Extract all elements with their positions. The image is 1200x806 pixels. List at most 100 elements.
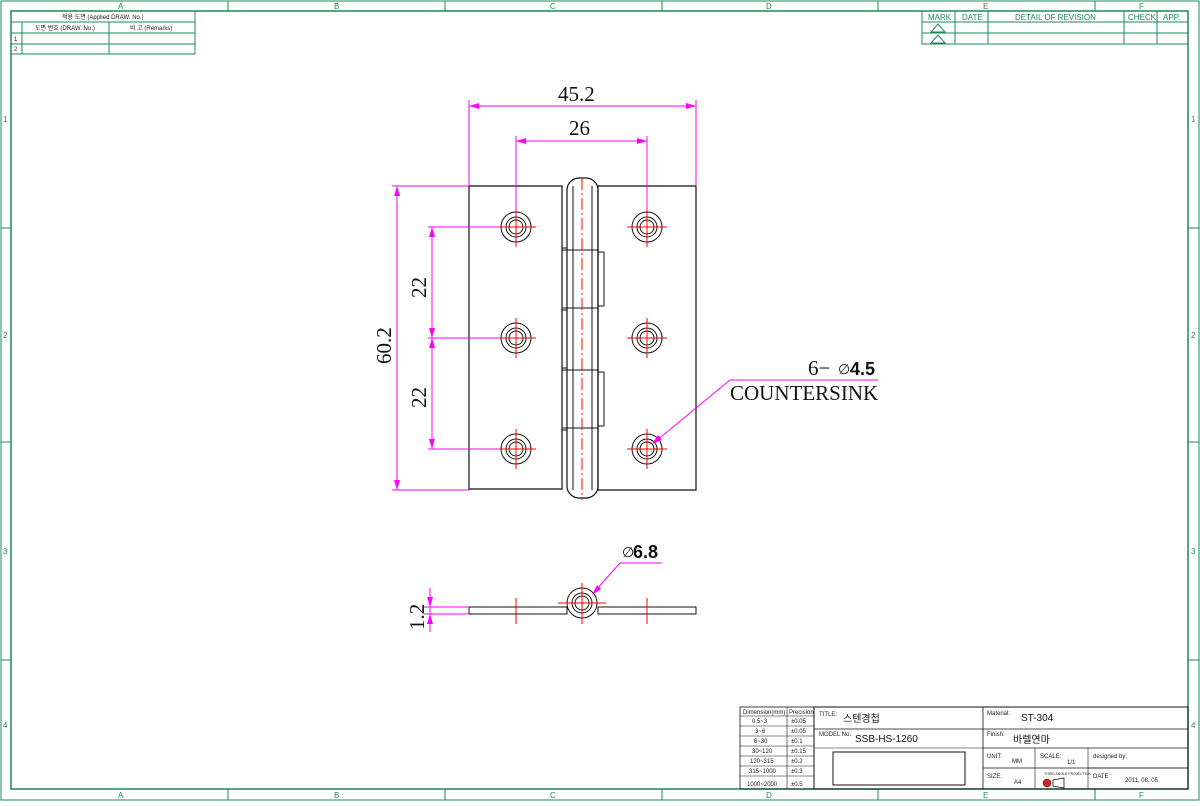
size-value: A4 [1014,780,1022,786]
hole-callout-count: 6− [808,356,830,380]
hole-callout-note: COUNTERSINK [730,381,878,405]
row-label-right: 4 [1191,721,1196,730]
hole-marker [627,429,667,469]
tolerance-range: 1000~2000 [747,782,778,788]
column-labels: A B C D E F A B C D E F [118,2,1144,800]
col-label-bottom: D [766,791,772,800]
applied-table-col-remarks: 비 고 (Remarks) [130,24,172,32]
row-label-left: 1 [3,115,8,124]
revision-col-mark: MARK [928,13,952,22]
scale-value: 1/1 [1067,760,1076,766]
date-label: DATE : [1093,774,1112,780]
countersink-holes [496,178,667,500]
col-label-bottom: E [983,791,988,800]
projection-label: THIRD ANGLE PROJECTION [1044,772,1091,776]
revision-triangle-icon [929,23,947,33]
tolerance-value: ±0.05 [791,729,807,735]
col-label-bottom: B [334,791,339,800]
designed-by-label: designed by: [1093,754,1127,760]
tolerance-value: ±0.15 [791,749,807,755]
revision-col-date: DATE [962,13,983,22]
row-label-right: 3 [1191,547,1196,556]
dim-pitch-lower: 22 [407,387,431,408]
unit-value: MM [1012,759,1022,765]
tolerance-range: 315~1000 [749,769,777,775]
row-label-right: 2 [1191,331,1196,340]
col-label-top: F [1139,2,1144,11]
revision-col-check: CHECK [1128,13,1157,22]
row-label-left: 3 [3,547,8,556]
hole-marker [627,318,667,358]
material-value: ST-304 [1021,713,1054,724]
applied-table-row-num: 2 [14,47,18,53]
col-label-top: E [983,2,988,11]
tolerance-range: 3~6 [755,729,766,735]
material-label: Material: [987,711,1010,717]
tolerance-value: ±0.2 [791,759,803,765]
row-labels: 1 2 3 4 1 2 3 4 [3,115,1196,730]
row-label-left: 4 [3,721,8,730]
applied-table-col-drawno: 도면 번호 (DRAW. No.) [35,24,95,32]
col-label-bottom: F [1139,791,1144,800]
applied-table-title: 적용 도면 (Applied DRAW. No.) [62,13,144,21]
finish-value: 바렐연마 [1013,733,1050,746]
tolerance-range: 0.5~3 [752,719,768,725]
tolerance-value: ±0.1 [791,739,803,745]
side-view-labels: ∅ 6.8 1.2 [405,542,658,630]
dim-knuckle-dia: 6.8 [633,542,658,562]
applied-drawing-table: 적용 도면 (Applied DRAW. No.) 도면 번호 (DRAW. N… [10,10,196,55]
model-number: SSB-HS-1260 [855,734,918,745]
row-label-right: 1 [1191,115,1196,124]
col-label-top: B [334,2,339,11]
dim-hole-spacing: 26 [569,116,590,140]
hole-marker [496,429,536,469]
tolerance-range: 30~120 [752,749,773,755]
dia-symbol: ∅ [838,361,850,377]
tolerance-value: ±0.3 [791,769,803,775]
tolerance-value: ±0.05 [791,719,807,725]
dim-thickness: 1.2 [405,604,429,630]
revision-triangle-icon [929,34,947,44]
hole-callout-dia: 4.5 [850,359,875,379]
tolerance-value: ±0.5 [791,782,803,788]
hinge-side-view [424,562,697,632]
tolerance-header-prec: Precision [789,710,814,716]
unit-label: UNIT: [987,754,1002,760]
col-label-top: C [550,2,556,11]
col-label-top: A [118,2,124,11]
title-label: TITLE: [819,712,837,718]
applied-table-row-num: 1 [14,37,18,43]
dimension-lines [392,100,878,491]
finish-label: Finish: [987,732,1005,738]
dim-pitch-upper: 22 [407,277,431,298]
revision-col-detail: DETAIL OF REVISION [1015,13,1096,22]
date-value: 2011. 08. 05 [1125,778,1159,784]
tolerance-range: 120~315 [750,759,774,765]
dim-overall-width: 45.2 [558,82,595,106]
title-block: TITLE: 스텐경첩 MODEL No. SSB-HS-1260 Materi… [813,706,1189,790]
row-label-left: 2 [3,331,8,340]
dim-overall-height: 60.2 [372,327,396,364]
tolerance-range: 6~30 [754,739,768,745]
dimension-labels: 45.2 26 60.2 22 22 6− ∅ 4.5 COUNTERSINK [372,82,878,408]
hole-marker [496,318,536,358]
revision-table: MARK DATE DETAIL OF REVISION CHECK APP. [921,10,1189,45]
dia-symbol: ∅ [622,544,634,560]
hole-callout: 6− ∅ 4.5 COUNTERSINK [730,356,878,405]
col-label-top: D [766,2,772,11]
drawing-title: 스텐경첩 [843,712,880,725]
col-label-bottom: C [550,791,556,800]
third-angle-projection-icon [1042,777,1065,789]
size-label: SIZE: [987,774,1002,780]
tolerance-table: Dimension(mm) Precision 0.5~3 ±0.05 3~6 … [739,706,815,790]
scale-label: SCALE: [1040,754,1062,760]
hole-marker [627,207,667,247]
hole-marker [496,207,536,247]
tolerance-header-dim: Dimension(mm) [743,710,785,716]
model-label: MODEL No. [819,732,851,738]
col-label-bottom: A [118,791,124,800]
revision-col-app: APP. [1163,13,1180,22]
